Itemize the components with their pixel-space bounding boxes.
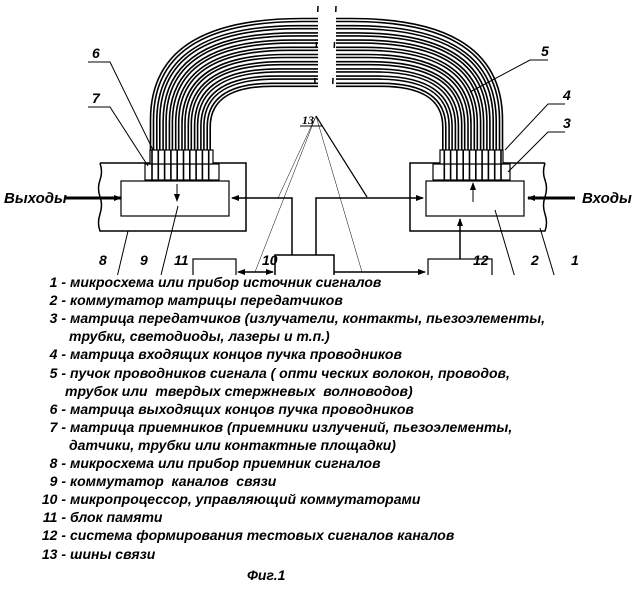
legend-number: 2 - bbox=[0, 291, 66, 309]
label-5: 5 bbox=[541, 43, 549, 59]
label-2: 2 bbox=[530, 252, 539, 268]
input-ends-matrix-4 bbox=[440, 150, 503, 164]
legend-text: матрица приемников (приемники излучений,… bbox=[70, 418, 512, 436]
block-diagram: 6 7 5 4 3 13 8 9 11 10 12 2 1 Выходы Вхо… bbox=[0, 0, 641, 275]
fiber bbox=[336, 85, 444, 152]
label-10: 10 bbox=[262, 252, 278, 268]
legend-item-continuation: трубок или твердых стержневых волноводов… bbox=[65, 382, 413, 400]
label-8: 8 bbox=[99, 252, 107, 268]
legend-text: матрица выходящих концов пучка проводник… bbox=[70, 400, 414, 418]
legend-text: матрица передатчиков (излучатели, контак… bbox=[70, 309, 545, 327]
microprocessor-10 bbox=[275, 255, 334, 275]
legend-text: система формирования тестовых сигналов к… bbox=[70, 526, 454, 544]
label-7: 7 bbox=[92, 90, 101, 106]
legend-item-continuation: трубки, светодиоды, лазеры и т.п.) bbox=[69, 327, 330, 345]
legend-text: микросхема или прибор источник сигналов bbox=[70, 273, 381, 291]
legend-number: 12 - bbox=[0, 526, 66, 544]
legend-text: коммутатор каналов связи bbox=[70, 472, 276, 490]
break-mark-right bbox=[332, 6, 336, 102]
leader-lines-13 bbox=[255, 116, 367, 272]
transmitter-switch-2 bbox=[426, 181, 524, 216]
legend-text: коммутатор матрицы передатчиков bbox=[70, 291, 343, 309]
label-4: 4 bbox=[562, 87, 571, 103]
legend-number: 7 - bbox=[0, 418, 66, 436]
legend-number: 10 - bbox=[0, 490, 66, 508]
legend-text: микросхема или прибор приемник сигналов bbox=[70, 454, 381, 472]
legend-number: 3 - bbox=[0, 309, 66, 327]
inputs-label: Входы bbox=[582, 190, 632, 207]
label-3: 3 bbox=[563, 115, 571, 131]
label-1: 1 bbox=[571, 252, 579, 268]
figure-caption: Фиг.1 bbox=[247, 567, 285, 583]
legend-number: 1 - bbox=[0, 273, 66, 291]
legend-number: 6 - bbox=[0, 400, 66, 418]
legend-item-continuation: датчики, трубки или контактные площадки) bbox=[69, 436, 396, 454]
legend-number: 9 - bbox=[0, 472, 66, 490]
legend-number: 4 - bbox=[0, 345, 66, 363]
legend-text: шины связи bbox=[70, 545, 155, 563]
legend-number: 8 - bbox=[0, 454, 66, 472]
legend-text: пучок проводников сигнала ( опти ческих … bbox=[70, 364, 510, 382]
legend-text: микропроцессор, управляющий коммутаторам… bbox=[70, 490, 420, 508]
label-12: 12 bbox=[473, 252, 489, 268]
fiber bbox=[336, 78, 451, 152]
outputs-label: Выходы bbox=[4, 190, 67, 207]
legend-number: 13 - bbox=[0, 545, 66, 563]
label-11: 11 bbox=[174, 252, 189, 268]
output-ends-matrix-6 bbox=[150, 150, 213, 164]
legend-number: 11 - bbox=[0, 508, 66, 526]
fiber bbox=[202, 78, 318, 152]
label-9: 9 bbox=[140, 252, 148, 268]
channel-switch-9 bbox=[121, 181, 229, 216]
legend-number: 5 - bbox=[0, 364, 66, 382]
legend-text: матрица входящих концов пучка проводнико… bbox=[70, 345, 402, 363]
label-6: 6 bbox=[92, 45, 100, 61]
label-13: 13 bbox=[302, 113, 314, 127]
legend-text: блок памяти bbox=[70, 508, 162, 526]
